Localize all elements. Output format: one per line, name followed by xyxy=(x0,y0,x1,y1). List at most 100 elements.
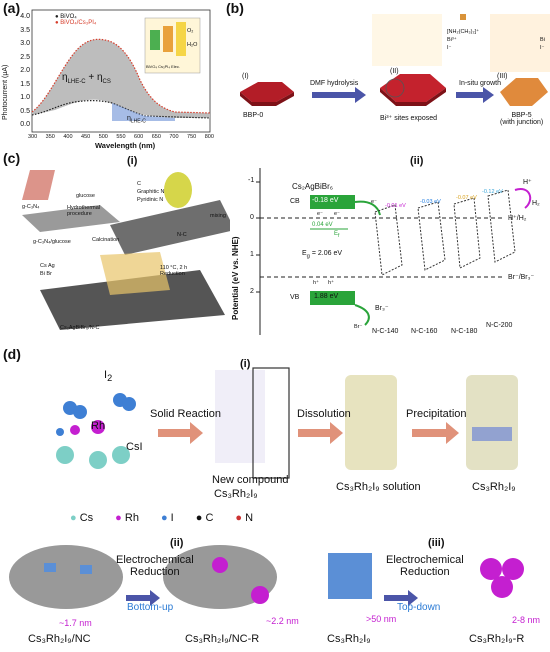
panel-b-diagram xyxy=(240,14,550,106)
ncr-composite-label: Cs₃Rh₂I₉/NC-R xyxy=(185,633,260,645)
eg-label: Eg = 2.06 eV xyxy=(302,250,343,260)
cs3rh2i9-r-label: Cs₃Rh₂I₉-R xyxy=(469,633,525,645)
bottom-up-label: Bottom-up xyxy=(127,602,174,613)
mixing-label: mixing xyxy=(210,213,226,219)
echem-label-1: Electrochemical Reduction xyxy=(116,554,194,578)
nc-label: N-C xyxy=(177,232,187,238)
xtick: 300 xyxy=(28,134,38,140)
hole-label: h⁺ xyxy=(313,280,319,286)
hole-label: h⁺ xyxy=(328,280,334,286)
panel-c-sub-i: (i) xyxy=(127,155,138,167)
panel-a-xticks: 300 350 400 450 500 550 600 650 700 750 … xyxy=(28,134,214,140)
glucose-label: glucose xyxy=(76,193,95,199)
panel-c-legend-2: Cs Ag Bi Br xyxy=(40,263,55,277)
nc200-value: -0.12 eV xyxy=(482,189,503,195)
nc200-label: N-C-200 xyxy=(486,322,513,329)
panel-c-label: (c) xyxy=(3,150,21,166)
exposed-label: Bi³⁺ sites exposed xyxy=(380,115,437,122)
inset-o2: O₂ xyxy=(187,28,194,34)
material-label: Cs₂AgBiBr₆ xyxy=(292,182,334,191)
ytick: 4.0 xyxy=(20,13,30,20)
xtick: 550 xyxy=(116,134,126,140)
energy-ytick: -1 xyxy=(248,177,255,184)
ytick: 2.0 xyxy=(20,67,30,74)
cb-label: CB xyxy=(290,198,300,205)
ef-label: Ef xyxy=(334,231,340,240)
panel-c-sub-ii: (ii) xyxy=(410,155,424,167)
step-i: (I) xyxy=(242,73,249,80)
inset-h2o: H₂O xyxy=(187,42,198,48)
legend-bivo4: BiVO₄ xyxy=(60,14,77,20)
dissolution-label: Dissolution xyxy=(297,408,351,420)
panel-c-legend-1: C Graphitic N Pyridinic N xyxy=(137,181,165,203)
panel-a-legend: ● BiVO₄ ● BiVO₄/Cs₃PI₄ xyxy=(55,14,97,26)
legend-bivo4-cs3pi4: BiVO₄/Cs₃PI₄ xyxy=(60,20,97,26)
panel-a-xlabel: Wavelength (nm) xyxy=(95,141,156,150)
panel-b-label: (b) xyxy=(226,0,244,16)
electron-transfer: e⁻ xyxy=(371,199,377,205)
bulk-label: Cs₃Rh₂I₉ xyxy=(327,633,371,645)
new-compound-label: New compound xyxy=(212,474,289,486)
ytick: 3.0 xyxy=(20,40,30,47)
hydrothermal-label: Hydrothermal procedure xyxy=(67,205,101,217)
energy-ytick: 0 xyxy=(250,214,254,221)
panel-a-annotation-2: ηLHE-C xyxy=(127,115,146,125)
xtick: 350 xyxy=(45,134,55,140)
compound-formula: Cs₃Rh₂I₉ xyxy=(214,488,258,500)
energy-ylabel: Potential (eV vs. NHE) xyxy=(231,236,240,320)
xtick: 650 xyxy=(151,134,161,140)
panel-d-top-diagram xyxy=(56,367,518,479)
xtick: 750 xyxy=(187,134,197,140)
product-label: Cs₃Rh₂I₉ xyxy=(472,481,516,493)
ytick: 2.5 xyxy=(20,53,30,61)
step-ii: (II) xyxy=(390,68,399,75)
panel-b-legend: [NH₂(CH₃)₂]⁺ Bi³⁺ I⁻ xyxy=(447,29,480,51)
nc140-value: -0.01 eV xyxy=(385,203,406,209)
xtick: 400 xyxy=(63,134,73,140)
panel-d-label: (d) xyxy=(3,346,21,362)
solid-reaction-label: Solid Reaction xyxy=(150,408,221,420)
panel-d-legend: ● Cs ● Rh ● I ● C ● N xyxy=(70,512,254,524)
ytick: 1.5 xyxy=(20,80,30,88)
panel-d-sub-ii: (ii) xyxy=(170,537,184,549)
nc180-value: -0.07 eV xyxy=(456,195,477,201)
br-pair-label: Br⁻/Br₃⁻ xyxy=(508,274,535,281)
br-minus: Br⁻ xyxy=(354,324,363,330)
size-50: >50 nm xyxy=(366,614,397,624)
size-2-8: 2-8 nm xyxy=(512,615,541,625)
precipitation-label: Precipitation xyxy=(406,408,467,420)
step-iii: (III) xyxy=(497,73,508,80)
gc3n4-glucose-label: g-C₃N₄/glucose xyxy=(33,239,71,245)
bbp0-label: BBP-0 xyxy=(243,112,264,119)
panel-a-yticks: 4.0 3.5 3.0 2.5 2.0 1.5 1.0 0.5 0.0 xyxy=(16,10,30,132)
csi-label: CsI xyxy=(126,441,143,453)
panel-d-sub-iii: (iii) xyxy=(428,537,445,549)
nc180-label: N-C-180 xyxy=(451,328,478,335)
top-down-label: Top-down xyxy=(397,602,441,613)
xtick: 450 xyxy=(81,134,91,140)
ytick: 1.0 xyxy=(20,94,30,101)
nc160-value: -0.03 eV xyxy=(420,199,441,205)
cb-value: -0.18 eV xyxy=(312,197,339,204)
panel-c-energy-diagram xyxy=(256,168,532,335)
solution-label: Cs₃Rh₂I₉ solution xyxy=(336,481,421,493)
panel-b-legend-2: Bi I⁻ xyxy=(540,37,545,51)
echem-label-2: Electrochemical Reduction xyxy=(386,554,464,578)
gc3n4-label: g-C₃N₄ xyxy=(22,204,40,210)
panel-a-label: (a) xyxy=(3,0,21,16)
nc-composite-label: Cs₃Rh₂I₉/NC xyxy=(28,633,91,645)
composite-label: Cs₂AgBiBr₆/N-C xyxy=(60,325,100,331)
ef-value: 0.04 eV xyxy=(312,222,333,228)
panel-c-schematic xyxy=(22,170,230,330)
panel-a-chart xyxy=(31,9,211,133)
electron-label: e⁻ xyxy=(317,211,323,217)
nc160-label: N-C-160 xyxy=(411,328,438,335)
vb-value: 1.88 eV xyxy=(314,293,339,300)
xtick: 600 xyxy=(134,134,144,140)
ytick: 3.5 xyxy=(20,26,30,34)
bbp5-label: BBP-5 (with junction) xyxy=(500,112,544,126)
xtick: 800 xyxy=(204,134,214,140)
panel-d-bottom-diagram xyxy=(9,545,524,609)
electron-label: e⁻ xyxy=(334,211,340,217)
size-2-2: ~2.2 nm xyxy=(266,616,299,626)
